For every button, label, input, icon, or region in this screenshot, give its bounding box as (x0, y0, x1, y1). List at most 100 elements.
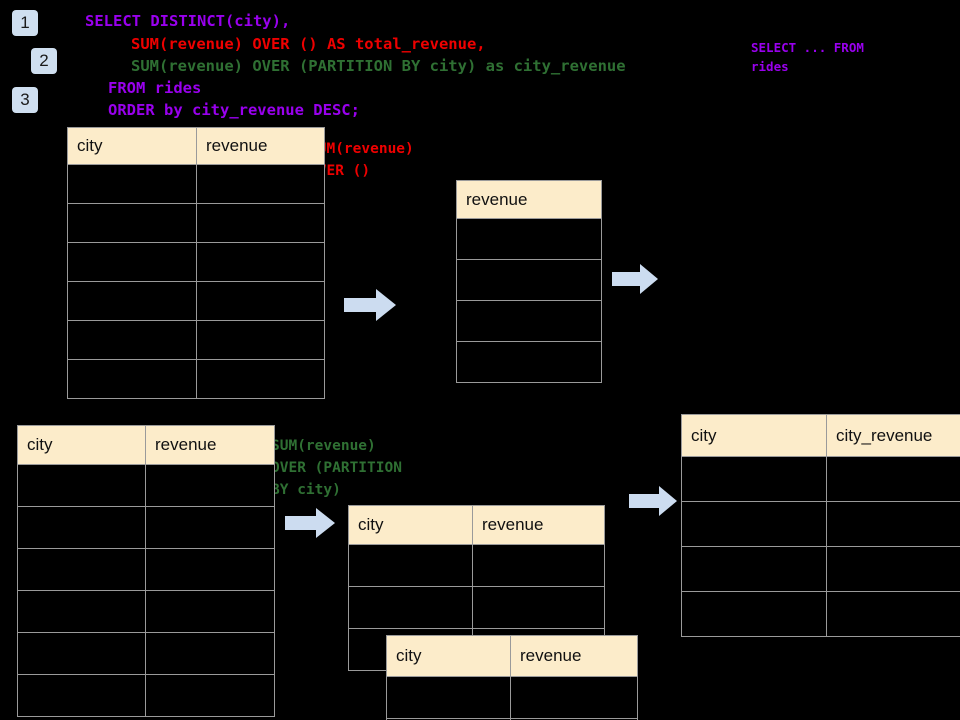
cell-revenue (145, 590, 275, 633)
cell-revenue (145, 464, 275, 507)
cell-city (348, 586, 473, 629)
sql-line-city-revenue: SUM(revenue) OVER (PARTITION BY city) as… (131, 57, 626, 75)
table-row (348, 544, 605, 587)
rides-source-lower-table: city revenue (17, 425, 275, 717)
cell-revenue (196, 359, 325, 399)
table-header-row: city revenue (386, 635, 638, 677)
step-badge-3-label: 3 (20, 90, 30, 109)
table-row (17, 590, 275, 633)
total-revenue-table: revenue (456, 180, 602, 383)
step-badge-1: 1 (12, 10, 38, 36)
cell-revenue (456, 259, 602, 301)
cell-revenue (472, 544, 605, 587)
table-header-row: city city_revenue (681, 414, 960, 457)
table-row (67, 281, 325, 321)
cell-city (17, 632, 146, 675)
cell-city (17, 674, 146, 717)
table-row (17, 464, 275, 507)
cell-city (67, 359, 197, 399)
cell-revenue (196, 164, 325, 204)
cell-city (681, 501, 827, 547)
column-header-revenue: revenue (196, 127, 325, 165)
table-header-row: city revenue (17, 425, 275, 465)
table-row (681, 591, 960, 637)
column-header-revenue: revenue (145, 425, 275, 465)
cell-revenue (510, 718, 638, 720)
table-row (17, 632, 275, 675)
annotation-city-revenue-line1: SUM(revenue) (271, 438, 376, 454)
table-header-row: city revenue (67, 127, 325, 165)
cell-city (67, 281, 197, 321)
cell-revenue (456, 300, 602, 342)
table-header-row: city revenue (348, 505, 605, 545)
result-table: city city_revenue (681, 414, 960, 637)
column-header-city-revenue: city_revenue (826, 414, 960, 457)
cell-revenue (196, 242, 325, 282)
sql-line-order-by: ORDER by city_revenue DESC; (108, 101, 360, 119)
cell-city (67, 242, 197, 282)
table-row (17, 506, 275, 549)
cell-city (67, 164, 197, 204)
table-row (681, 501, 960, 547)
sql-line-from: FROM rides (108, 79, 202, 97)
column-header-city: city (348, 505, 473, 545)
table-row (67, 242, 325, 282)
sql-line-total-revenue: SUM(revenue) OVER () AS total_revenue, (131, 35, 486, 53)
arrow-partition-to-result (629, 486, 677, 516)
cell-city-revenue (826, 591, 960, 637)
table-row (456, 218, 602, 260)
cell-city-revenue (826, 456, 960, 502)
arrow-total-to-result (612, 264, 658, 294)
column-header-revenue: revenue (510, 635, 638, 677)
cell-city-revenue (826, 546, 960, 592)
cell-city (67, 320, 197, 360)
cell-revenue (510, 676, 638, 719)
column-header-city: city (386, 635, 511, 677)
cell-city (17, 464, 146, 507)
table-row (681, 546, 960, 592)
cell-revenue (145, 506, 275, 549)
cell-revenue (196, 203, 325, 243)
table-row (17, 674, 275, 717)
rides-source-table: city revenue (67, 127, 325, 399)
column-header-revenue: revenue (472, 505, 605, 545)
cell-revenue (145, 674, 275, 717)
cell-revenue (145, 548, 275, 591)
column-header-revenue: revenue (456, 180, 602, 219)
table-row (456, 341, 602, 383)
partition-group-front-table: city revenue (386, 635, 638, 720)
cell-city-revenue (826, 501, 960, 547)
cell-city (681, 456, 827, 502)
cell-city (348, 544, 473, 587)
table-row (67, 164, 325, 204)
annotation-city-revenue-line2: OVER (PARTITION (271, 460, 402, 476)
cell-city (17, 506, 146, 549)
cell-revenue (145, 632, 275, 675)
table-row (456, 300, 602, 342)
cell-city (17, 548, 146, 591)
table-row (681, 456, 960, 502)
table-row (386, 676, 638, 719)
note-select-from-rides-line2: rides (751, 59, 789, 74)
partition-group-back-table: city revenue (348, 505, 605, 671)
cell-city (17, 590, 146, 633)
cell-revenue (456, 218, 602, 260)
cell-revenue (196, 320, 325, 360)
cell-city (67, 203, 197, 243)
step-badge-1-label: 1 (20, 13, 30, 32)
table-row (67, 359, 325, 399)
cell-city (681, 546, 827, 592)
table-row (348, 586, 605, 629)
annotation-total-revenue-line1: SUM(revenue) (309, 141, 414, 157)
table-row (67, 320, 325, 360)
cell-revenue (472, 586, 605, 629)
arrow-source-to-total (344, 289, 396, 321)
cell-revenue (456, 341, 602, 383)
table-row (456, 259, 602, 301)
step-badge-3: 3 (12, 87, 38, 113)
step-badge-2: 2 (31, 48, 57, 74)
table-header-row: revenue (456, 180, 602, 219)
annotation-city-revenue-line3: BY city) (271, 482, 341, 498)
cell-city (681, 591, 827, 637)
